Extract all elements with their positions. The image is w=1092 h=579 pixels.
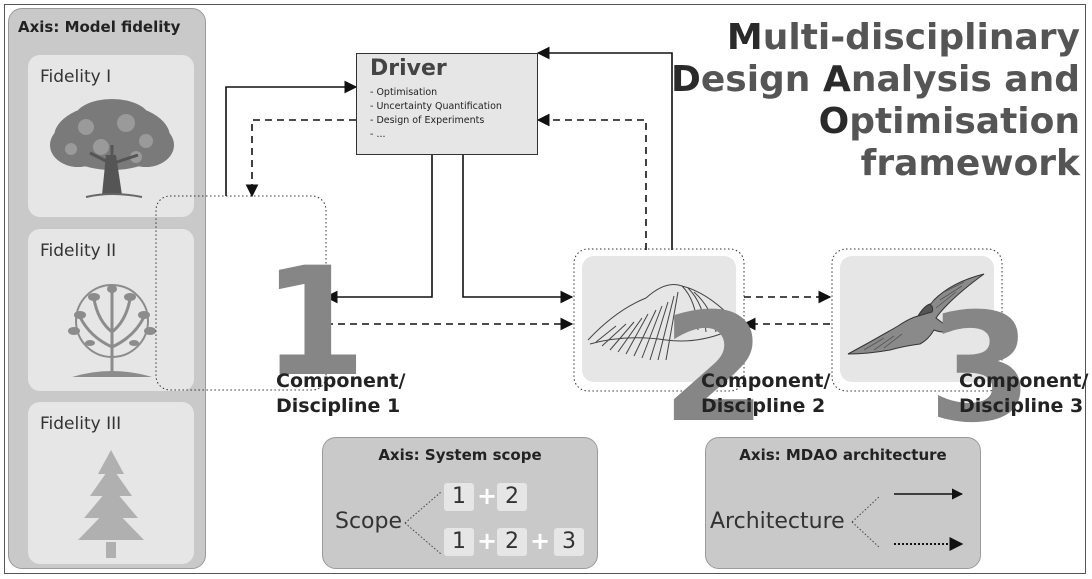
- model-fidelity-title: Axis: Model fidelity: [18, 18, 181, 36]
- component-1-number: 1: [262, 236, 367, 410]
- component-3-number: 3: [928, 282, 1033, 456]
- component-2-label: Component/ Discipline 2: [701, 370, 831, 417]
- system-scope-title: Axis: System scope: [378, 446, 542, 464]
- scope-row2-plus-2: +: [530, 527, 551, 555]
- driver-item-uq: - Uncertainty Quantification: [370, 101, 502, 112]
- driver-item-optimisation: - Optimisation: [370, 87, 438, 98]
- mountain-icon: [587, 284, 731, 361]
- scope-row1-box-1: 1: [444, 483, 474, 511]
- fidelity-1-card: Fidelity I: [28, 55, 194, 217]
- model-fidelity-panel: Axis: Model fidelity Fidelity I Fidelity…: [8, 8, 206, 569]
- arrow-driver-down-to-c2: [462, 155, 574, 304]
- pine-tree-icon: [78, 450, 144, 558]
- stylized-tree-icon: [68, 284, 156, 377]
- component-1-label: Component/ Discipline 1: [276, 370, 406, 417]
- scope-row1-box-2: 2: [497, 483, 527, 511]
- component-2-card: [582, 256, 736, 382]
- driver-item-list: - Optimisation - Uncertainty Quantificat…: [370, 86, 502, 142]
- oak-tree-icon: [50, 99, 174, 198]
- fidelity-1-label: Fidelity I: [40, 67, 112, 87]
- fidelity-3-label: Fidelity III: [40, 414, 122, 434]
- arrow-c1-to-driver: [225, 80, 358, 196]
- diagram-frame: [4, 4, 1086, 574]
- scope-bracket: [404, 491, 442, 555]
- title-line-3: Optimisation: [818, 101, 1080, 142]
- scope-row2-box-1: 1: [444, 528, 474, 556]
- driver-box: Driver - Optimisation - Uncertainty Quan…: [356, 53, 538, 155]
- component-2-number: 2: [662, 282, 767, 456]
- title-line-4: framework: [860, 143, 1080, 184]
- scope-row2-box-2: 2: [497, 528, 527, 556]
- mdao-architecture-title: Axis: MDAO architecture: [739, 446, 947, 464]
- scope-row1-plus: +: [477, 482, 498, 510]
- arrow-c2-to-driver: [536, 46, 673, 250]
- driver-title: Driver: [370, 56, 447, 81]
- mdao-architecture-panel: Axis: MDAO architecture Architecture: [705, 437, 981, 569]
- component-3-label: Component/ Discipline 3: [959, 370, 1089, 417]
- hawk-icon: [847, 273, 985, 355]
- driver-item-doe: - Design of Experiments: [370, 115, 485, 126]
- driver-item-more: - ...: [370, 129, 386, 140]
- fidelity-3-card: Fidelity III: [28, 402, 194, 564]
- arrow-driver-down-to-c1: [324, 155, 433, 304]
- arrow-driver-to-c1: [245, 119, 356, 198]
- scope-label: Scope: [335, 509, 403, 534]
- scope-row2-box-3: 3: [554, 528, 584, 556]
- fidelity-2-card: Fidelity II: [28, 229, 194, 391]
- architecture-label: Architecture: [710, 509, 845, 534]
- component-3-card: [840, 256, 994, 382]
- title-line-2: Design Analysis and: [670, 59, 1080, 100]
- scope-row2-plus-1: +: [477, 527, 498, 555]
- fidelity-2-label: Fidelity II: [40, 241, 117, 261]
- architecture-arrows: [851, 488, 964, 551]
- title-line-1: Multi-disciplinary: [726, 17, 1080, 58]
- arrow-c2-to-driver-dashed: [536, 113, 647, 250]
- component-3-outline: [831, 248, 1003, 392]
- system-scope-panel: Axis: System scope Scope 1 + 2 1 + 2 + 3: [322, 437, 598, 569]
- component-2-outline: [573, 248, 745, 392]
- framework-title: Multi-disciplinary Design Analysis and O…: [660, 17, 1080, 185]
